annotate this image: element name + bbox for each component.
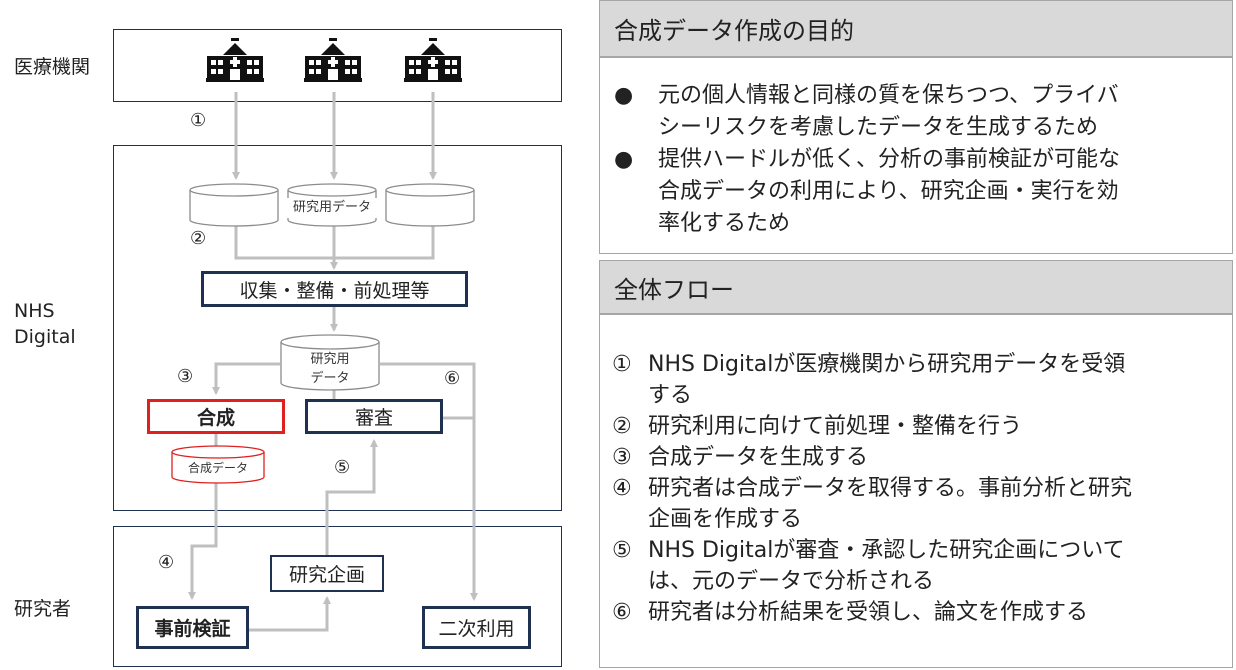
- flow-item-line: 企画を作成する: [648, 507, 803, 532]
- bullet-line: 率化するため: [658, 211, 791, 236]
- flow-item-2: ② 研究利用に向けて前処理・整備を行う: [612, 411, 1222, 442]
- flow-item-line: 研究者は合成データを取得する。事前分析と研究: [648, 476, 1133, 501]
- bullet-dot: ●: [614, 147, 634, 172]
- flow-item-5: ⑤ NHS Digitalが審査・承認した研究企画について は、元のデータで分析…: [612, 535, 1222, 597]
- bullet-line: 合成データの利用により、研究企画・実行を効: [658, 179, 1119, 204]
- cylinder-label-synthetic-data: 合成データ: [187, 461, 248, 475]
- box-secondary-use: 二次利用: [422, 606, 531, 649]
- flow-item-6: ⑥ 研究者は分析結果を受領し、論文を作成する: [612, 597, 1222, 628]
- flow-item-number: ④: [612, 476, 632, 501]
- flow-item-4: ④ 研究者は合成データを取得する。事前分析と研究 企画を作成する: [612, 473, 1222, 535]
- flow-panel-header: 全体フロー: [599, 260, 1233, 314]
- flow-item-number: ②: [612, 414, 632, 439]
- box-research-plan: 研究企画: [270, 555, 384, 592]
- cylinder-label-research-data-line2: データ: [310, 371, 350, 386]
- step-number-3: ③: [177, 366, 194, 387]
- step-number-5: ⑤: [334, 457, 351, 478]
- bullet-line: 提供ハードルが低く、分析の事前検証が可能な: [658, 147, 1121, 172]
- arrow-to-synthesize: [212, 362, 280, 395]
- hospital-icon: [402, 38, 464, 86]
- purpose-bullet-2: ● 提供ハードルが低く、分析の事前検証が可能な 合成データの利用により、研究企画…: [614, 144, 1214, 240]
- cylinder-research-data-processed: [280, 334, 380, 391]
- cylinder-research-data-1: [189, 183, 279, 227]
- hospital-icon: [204, 38, 266, 86]
- flow-item-line: NHS Digitalが審査・承認した研究企画について: [648, 538, 1125, 563]
- flow-item-number: ⑥: [612, 600, 632, 625]
- purpose-title: 合成データ作成の目的: [614, 17, 854, 45]
- purpose-panel-body: ● 元の個人情報と同様の質を保ちつつ、プライバ シーリスクを考慮したデータを生成…: [599, 57, 1233, 254]
- bullet-dot: ●: [614, 83, 634, 108]
- arrow-to-plan: [249, 596, 331, 632]
- box-collect-preprocess: 収集・整備・前処理等: [201, 271, 468, 307]
- hospital-icon: [302, 38, 364, 86]
- flow-item-3: ③ 合成データを生成する: [612, 442, 1222, 473]
- arrow-to-prevalidation: [188, 482, 218, 600]
- lane-label-medical: 医療機関: [14, 56, 91, 78]
- flow-panel-body: ① NHS Digitalが医療機関から研究用データを受領 する ② 研究利用に…: [599, 314, 1233, 668]
- cylinder-synthetic-data: [171, 445, 265, 484]
- flow-title: 全体フロー: [614, 275, 734, 304]
- flow-item-number: ⑤: [612, 538, 632, 563]
- box-prevalidation: 事前検証: [136, 606, 249, 649]
- arrow-to-secondary-use: [380, 362, 478, 601]
- cylinder-research-data-3: [385, 183, 475, 227]
- purpose-panel-header: 合成データ作成の目的: [599, 0, 1233, 57]
- flow-item-line: する: [648, 383, 693, 408]
- purpose-bullet-1: ● 元の個人情報と同様の質を保ちつつ、プライバ シーリスクを考慮したデータを生成…: [614, 80, 1214, 144]
- flow-item-line: 研究利用に向けて前処理・整備を行う: [648, 414, 1023, 439]
- box-synthesize: 合成: [147, 399, 285, 434]
- flow-item-line: 研究者は分析結果を受領し、論文を作成する: [648, 600, 1089, 625]
- cylinder-label-research-data-line1: 研究用: [310, 352, 350, 367]
- flow-item-line: 合成データを生成する: [648, 445, 869, 470]
- step-number-4: ④: [158, 552, 175, 573]
- flow-item-number: ①: [612, 352, 632, 377]
- bullet-line: シーリスクを考慮したデータを生成するため: [658, 115, 1099, 140]
- lane-label-nhs-1: NHS: [14, 300, 55, 322]
- lane-label-nhs-2: Digital: [14, 326, 76, 348]
- cylinder-label-research-data: 研究用データ: [280, 198, 384, 218]
- lane-label-researcher: 研究者: [14, 598, 72, 620]
- flow-item-1: ① NHS Digitalが医療機関から研究用データを受領 する: [612, 349, 1222, 411]
- step-number-2: ②: [190, 228, 207, 249]
- box-review: 審査: [305, 399, 443, 434]
- flow-item-line: NHS Digitalが医療機関から研究用データを受領: [648, 352, 1126, 377]
- step-number-1: ①: [190, 110, 207, 131]
- flow-item-number: ③: [612, 445, 632, 470]
- step-number-6: ⑥: [444, 368, 461, 389]
- flow-item-line: は、元のデータで分析される: [648, 569, 935, 594]
- arrow-to-review: [325, 439, 378, 555]
- bullet-line: 元の個人情報と同様の質を保ちつつ、プライバ: [658, 83, 1119, 108]
